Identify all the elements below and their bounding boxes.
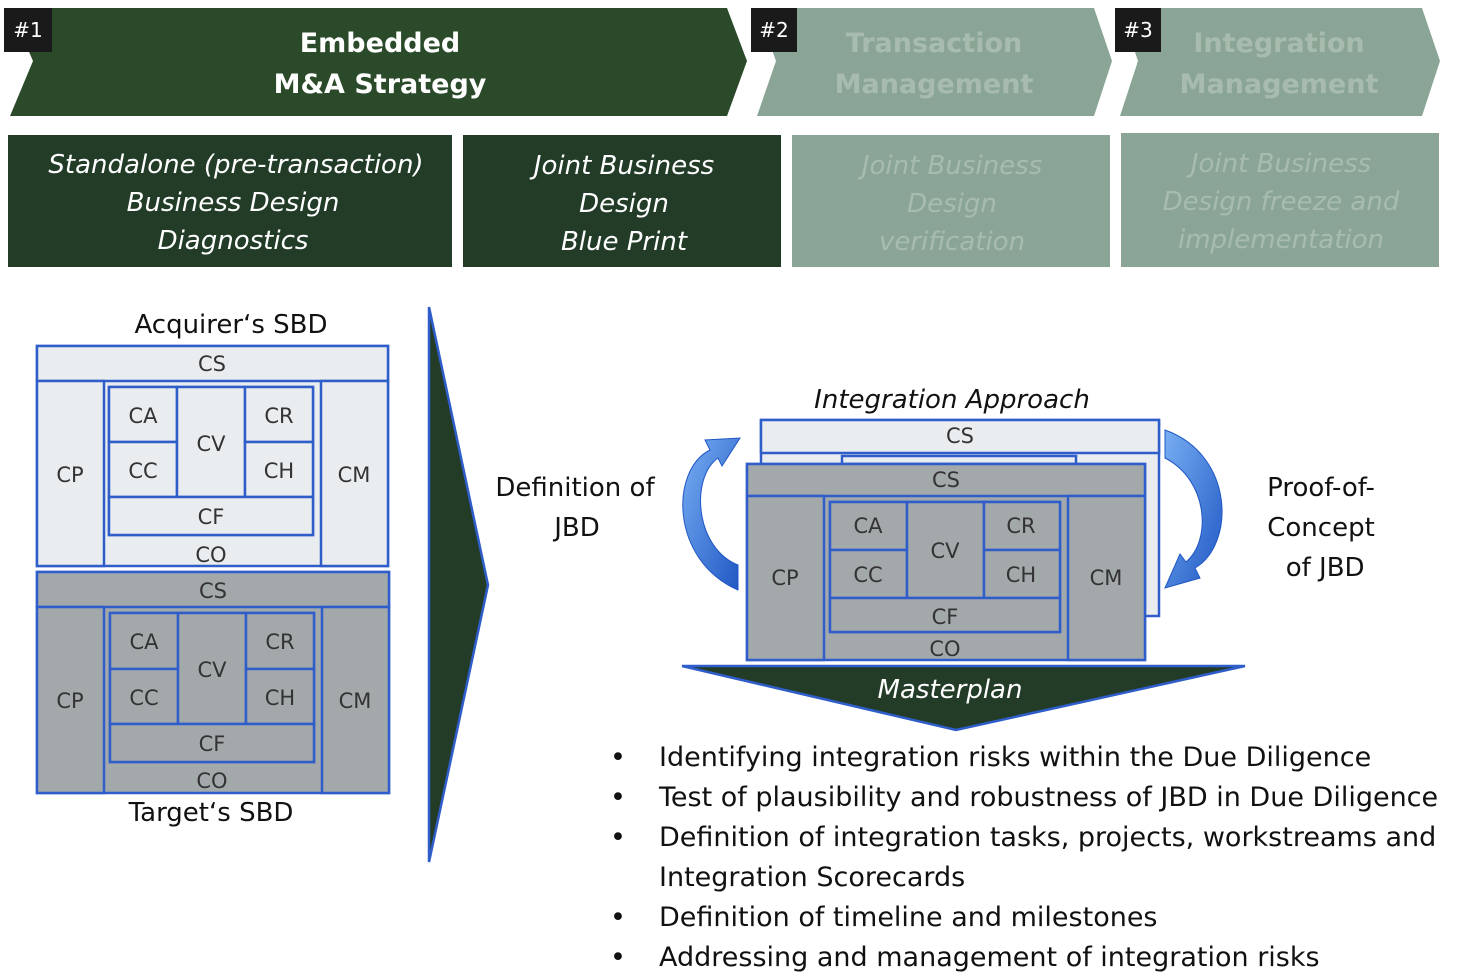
jbd-cr-label: CR: [1006, 514, 1035, 538]
phase-box-verification: Joint Business Design verification: [792, 135, 1110, 267]
jbd-cs-label: CS: [932, 468, 960, 492]
box-4-line3: implementation: [1178, 225, 1384, 255]
right-cycle-arrow-icon: [1164, 429, 1223, 589]
acq-cm-label: CM: [338, 463, 371, 487]
box-4-line2: Design freeze and: [1163, 187, 1400, 217]
box-4-line1: Joint Business: [1186, 149, 1371, 179]
jbd-cm-label: CM: [1090, 566, 1123, 590]
definition-label-line2: JBD: [552, 513, 600, 543]
tgt-cs-label: CS: [199, 579, 227, 603]
tgt-cf-label: CF: [199, 732, 226, 756]
tgt-cv-label: CV: [197, 658, 227, 682]
list-item: Addressing and management of integration…: [610, 938, 1450, 978]
phase-box-implementation: Joint Business Design freeze and impleme…: [1121, 133, 1439, 267]
box-1-line2: Business Design: [127, 188, 340, 218]
box-1-line3: Diagnostics: [158, 226, 309, 256]
box-3-line1: Joint Business: [857, 151, 1042, 181]
phase-3-tag: #3: [1123, 18, 1152, 42]
front-jbd-labels: CS CP CM CA CC CV CR CH CF CO: [771, 468, 1122, 661]
list-item: Definition of integration tasks, project…: [610, 818, 1450, 898]
acq-cp-label: CP: [56, 463, 83, 487]
tgt-cc-label: CC: [129, 686, 158, 710]
jbd-ca-label: CA: [853, 514, 883, 538]
box-2-line1: Joint Business: [529, 151, 714, 181]
box-3-line3: verification: [879, 227, 1025, 257]
phase-1-tag-box: [4, 8, 52, 52]
target-sbd-model: [35, 570, 391, 795]
phase-3-title-line1: Integration: [1193, 28, 1364, 59]
target-sbd-labels: CS CP CM CA CC CV CR CH CF CO: [56, 579, 371, 793]
box-2-line3: Blue Print: [561, 227, 688, 257]
proof-label-line2: Concept: [1267, 513, 1375, 543]
phase-2-tag: #2: [759, 18, 788, 42]
jbd-co-label: CO: [929, 637, 960, 661]
list-item: Test of plausibility and robustness of J…: [610, 778, 1450, 818]
acquirer-sbd-model: [35, 344, 390, 568]
jbd-ch-label: CH: [1006, 563, 1036, 587]
acq-cv-label: CV: [196, 432, 226, 456]
acq-cc-label: CC: [128, 459, 157, 483]
masterplan-bullet-list: Identifying integration risks within the…: [610, 738, 1450, 978]
target-sbd-title: Target‘s SBD: [128, 798, 294, 828]
phase-2-title-line2: Management: [835, 69, 1034, 100]
tgt-cm-label: CM: [339, 689, 372, 713]
phase-2-tag-box: [751, 8, 797, 52]
proof-label-line1: Proof-of-: [1267, 473, 1375, 503]
tgt-ca-label: CA: [129, 630, 159, 654]
left-cycle-arrow-icon: [682, 437, 741, 591]
acq-ca-label: CA: [128, 404, 158, 428]
acq-co-label: CO: [195, 543, 226, 567]
acq-cr-label: CR: [264, 404, 293, 428]
box-3-line2: Design: [907, 189, 997, 219]
masterplan-funnel: Masterplan: [681, 664, 1246, 732]
jbd-cp-label: CP: [771, 566, 798, 590]
transition-arrow: [427, 306, 490, 863]
phase-3-title-line2: Management: [1180, 69, 1379, 100]
tgt-ch-label: CH: [265, 686, 295, 710]
box-1-line1: Standalone (pre-transaction): [48, 150, 423, 180]
tgt-cr-label: CR: [265, 630, 294, 654]
jbd-cv-label: CV: [930, 539, 960, 563]
integration-approach-title: Integration Approach: [814, 385, 1090, 415]
phase-1-title-line1: Embedded: [300, 28, 461, 59]
proof-label-line3: of JBD: [1277, 553, 1364, 583]
acquirer-sbd-labels: CS CP CM CA CC CV CR CH CF CO: [56, 352, 370, 567]
phase-1-title-line2: M&A Strategy: [274, 69, 487, 100]
acq-ch-label: CH: [264, 459, 294, 483]
list-item: Identifying integration risks within the…: [610, 738, 1450, 778]
jbd-cf-label: CF: [932, 605, 959, 629]
phase-1-chevron: #1 Embedded M&A Strategy: [4, 8, 747, 116]
phase-2-title-line1: Transaction: [846, 28, 1022, 59]
phase-1-tag: #1: [13, 18, 42, 42]
acq-cs-label: CS: [198, 352, 226, 376]
phase-3-chevron: #3 Integration Management: [1115, 8, 1440, 116]
phase-2-chevron: #2 Transaction Management: [751, 8, 1112, 116]
box-2-line2: Design: [579, 189, 669, 219]
masterplan-label: Masterplan: [878, 675, 1023, 705]
definition-label-line1: Definition of: [495, 473, 655, 503]
jbd-cc-label: CC: [853, 563, 882, 587]
phase-box-standalone: Standalone (pre-transaction) Business De…: [8, 135, 452, 267]
list-item: Definition of timeline and milestones: [610, 898, 1450, 938]
acquirer-sbd-title: Acquirer‘s SBD: [134, 310, 327, 340]
tgt-co-label: CO: [196, 769, 227, 793]
acq-cf-label: CF: [198, 505, 225, 529]
tgt-cp-label: CP: [56, 689, 83, 713]
front-jbd-model: [745, 462, 1147, 662]
back-cs-label: CS: [946, 424, 974, 448]
phase-box-blueprint: Joint Business Design Blue Print: [463, 135, 781, 267]
phase-3-tag-box: [1115, 8, 1161, 52]
